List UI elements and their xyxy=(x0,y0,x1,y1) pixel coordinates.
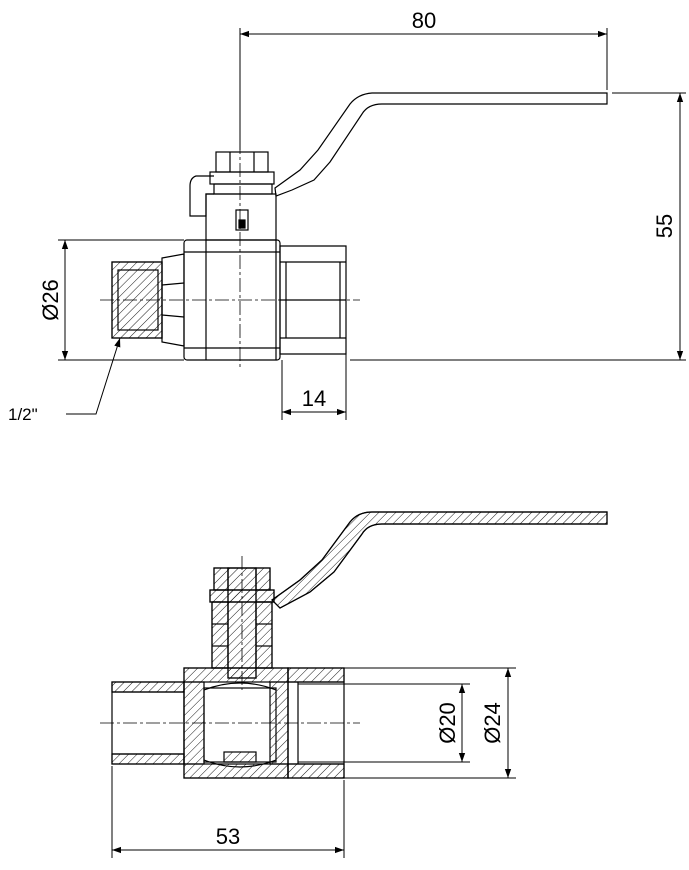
dim-80-label: 80 xyxy=(412,8,436,33)
thread-label: 1/2" xyxy=(8,405,38,424)
valve-neck xyxy=(205,193,277,241)
top-dimension-labels: 80 55 Ø26 14 1/2" xyxy=(8,8,677,424)
dim-d26-label: Ø26 xyxy=(38,279,63,321)
section-view xyxy=(100,511,608,779)
top-dimensions xyxy=(58,28,686,420)
top-view xyxy=(100,92,608,370)
stem-washer xyxy=(209,171,275,185)
dim-53-label: 53 xyxy=(216,824,240,849)
section-ball xyxy=(203,687,277,763)
stem-nut xyxy=(215,151,269,173)
dim-d20-label: Ø20 xyxy=(435,702,460,744)
lever-handle xyxy=(274,92,608,197)
section-dimension-labels: Ø20 Ø24 53 xyxy=(216,702,505,849)
dim-55-label: 55 xyxy=(652,214,677,238)
dim-d24-label: Ø24 xyxy=(480,702,505,744)
stop-bracket xyxy=(189,175,214,217)
thread-leader xyxy=(66,337,121,415)
section-dimensions xyxy=(111,667,516,858)
stem-key xyxy=(235,209,249,231)
dim-14-label: 14 xyxy=(302,386,326,411)
